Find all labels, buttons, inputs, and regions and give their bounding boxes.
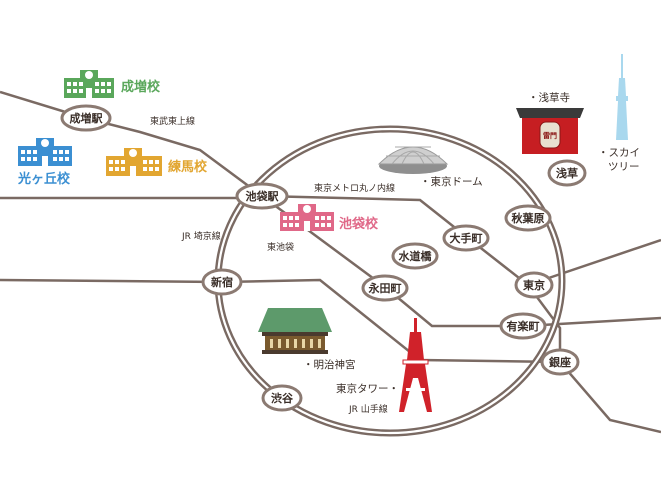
skytree-label-line2: ツリー: [608, 161, 640, 173]
station-asakusa[interactable]: 浅草: [547, 159, 587, 187]
school-building-icon: [106, 148, 162, 176]
sensoji-landmark: ・浅草寺 雷門: [516, 91, 584, 154]
school-nerima[interactable]: 練馬校: [106, 148, 208, 176]
ginza-line: [559, 361, 661, 434]
station-narimasu[interactable]: 成増駅: [60, 104, 112, 132]
meiji-jingu-landmark: ・明治神宮: [258, 308, 356, 371]
sensoji-label: ・浅草寺: [528, 91, 570, 104]
station-label: 浅草: [556, 166, 578, 180]
station-otemachi[interactable]: 大手町: [442, 224, 490, 252]
shinjuku-line: [0, 278, 561, 364]
sensoji-sign: 雷門: [543, 131, 557, 140]
station-akihabara[interactable]: 秋葉原: [504, 204, 552, 232]
station-yurakucho[interactable]: 有楽町: [499, 312, 547, 340]
meiji-jingu-label: ・明治神宮: [303, 358, 356, 371]
tokyo-dome-landmark: ・東京ドーム: [377, 146, 483, 188]
station-label: 有楽町: [507, 319, 540, 333]
school-building-icon: [64, 70, 114, 98]
tokyo-tower-label: 東京タワー・: [336, 382, 399, 395]
stations: 成増駅 池袋駅 新宿 渋谷 永田町 水道橋 大手町: [60, 104, 587, 412]
station-ikebukuro[interactable]: 池袋駅: [235, 182, 289, 210]
school-label: 池袋校: [339, 216, 379, 232]
station-nagatacho[interactable]: 永田町: [361, 274, 409, 302]
station-label: 渋谷: [271, 391, 294, 405]
school-ikebukuro[interactable]: 池袋校: [280, 204, 379, 232]
tobu-tojo-line: [0, 90, 263, 198]
station-label: 大手町: [450, 231, 483, 245]
tokyo-dome-label: ・東京ドーム: [420, 175, 483, 188]
station-label: 東京: [523, 278, 545, 292]
line-label-tobu-tojo: 東武東上線: [150, 115, 195, 127]
skytree-landmark: ・スカイ ツリー: [598, 54, 640, 173]
station-ginza[interactable]: 銀座: [540, 348, 580, 376]
dome-icon: [377, 146, 449, 174]
line-label-marunouchi: 東京メトロ丸ノ内線: [314, 182, 395, 194]
tokyo-tower-landmark: 東京タワー・: [336, 318, 432, 412]
school-building-icon: [18, 138, 72, 166]
kaminarimon-gate-icon: 雷門: [516, 108, 584, 154]
line-label-saikyo: JR 埼京線: [181, 230, 221, 242]
school-label: 成増校: [121, 79, 161, 95]
station-label: 新宿: [211, 275, 233, 289]
skytree-icon: [616, 54, 628, 140]
line-label-yamanote: JR 山手線: [348, 403, 388, 415]
station-label: 永田町: [368, 281, 402, 295]
tokyo-tower-icon: [399, 318, 432, 412]
school-label: 練馬校: [168, 159, 208, 175]
school-label: 光ヶ丘校: [17, 171, 71, 187]
school-hikarigaoka[interactable]: 光ヶ丘校: [17, 138, 72, 187]
station-label: 成増駅: [70, 111, 103, 125]
place-label-higashi-ikebukuro: 東池袋: [267, 241, 294, 253]
school-building-icon: [280, 204, 334, 231]
skytree-label-line1: ・スカイ: [598, 147, 640, 159]
shrine-icon: [258, 308, 332, 354]
station-suidobashi[interactable]: 水道橋: [391, 242, 439, 270]
station-label: 池袋駅: [246, 189, 279, 203]
station-shinjuku[interactable]: 新宿: [201, 268, 243, 296]
station-tokyo[interactable]: 東京: [514, 271, 554, 299]
marunouchi-line: [261, 194, 562, 362]
station-label: 秋葉原: [512, 211, 545, 225]
station-label: 水道橋: [399, 249, 433, 263]
ikebukuro-nagatacho-line: [261, 194, 661, 328]
station-label: 銀座: [549, 355, 571, 369]
station-shibuya[interactable]: 渋谷: [261, 384, 303, 412]
school-narimasu[interactable]: 成増校: [64, 70, 161, 98]
